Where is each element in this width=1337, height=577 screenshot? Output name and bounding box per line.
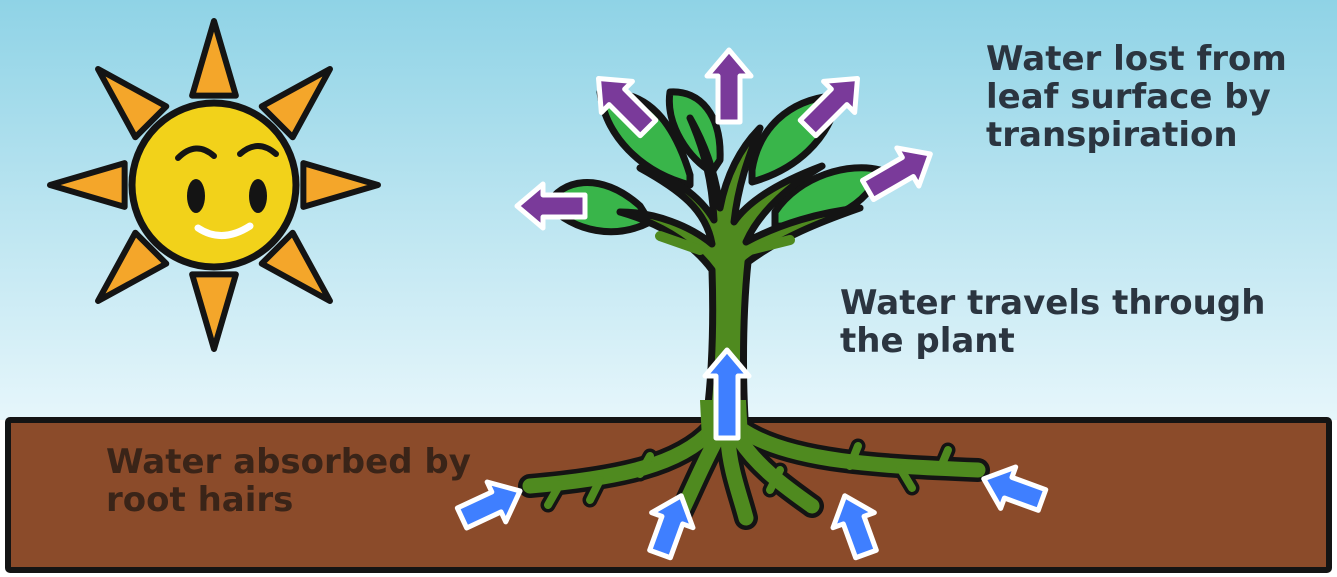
water-travel-label: Water travels through the plant	[840, 284, 1265, 360]
root-absorption-label-line: Water absorbed by	[106, 443, 471, 481]
sun-eye-right	[249, 179, 267, 213]
transpiration-label: Water lost from leaf surface by transpir…	[986, 40, 1287, 154]
sun-face	[132, 103, 296, 267]
transpiration-label-line: leaf surface by	[986, 78, 1287, 116]
transpiration-label-line: Water lost from	[986, 40, 1287, 78]
sun-eye-left	[187, 179, 205, 213]
root-absorption-label: Water absorbed by root hairs	[106, 443, 471, 519]
root-absorption-label-line: root hairs	[106, 481, 471, 519]
transpiration-label-line: transpiration	[986, 116, 1287, 154]
water-travel-label-line: the plant	[840, 322, 1265, 360]
sun-icon	[50, 21, 378, 349]
water-travel-label-line: Water travels through	[840, 284, 1265, 322]
